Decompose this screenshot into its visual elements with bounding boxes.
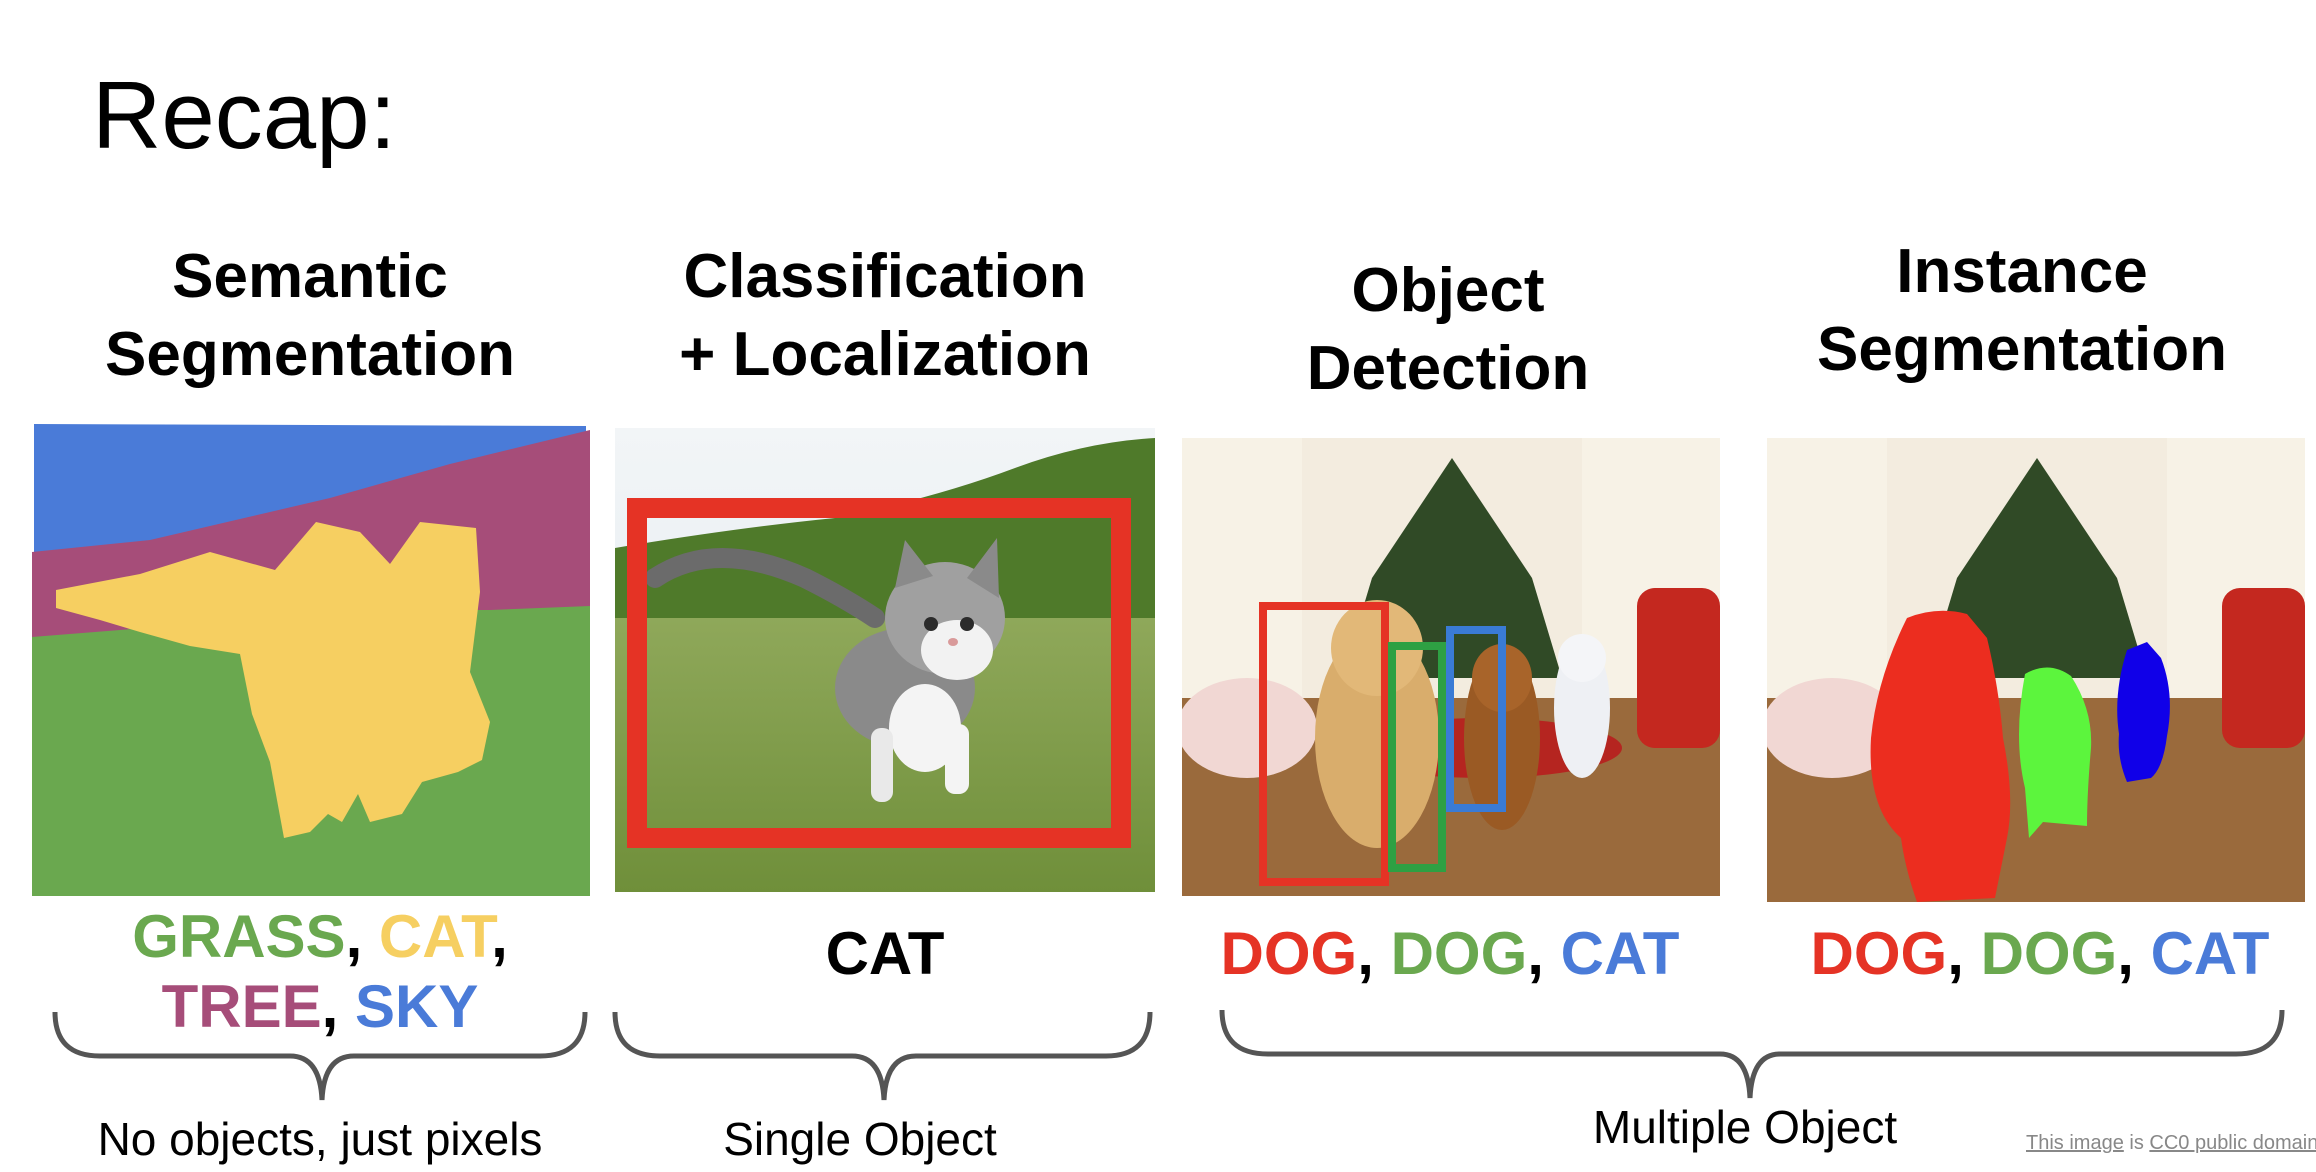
cc0-link[interactable]: CC0 public domain <box>2149 1132 2316 1154</box>
image-credit: This image is CC0 public domain <box>2026 1132 2316 1155</box>
caption-no-objects: No objects, just pixels <box>60 1112 580 1166</box>
brace-classification <box>615 1012 1150 1100</box>
caption-multiple-object: Multiple Object <box>1495 1100 1995 1154</box>
brace-multiple <box>1222 1010 2282 1098</box>
this-image-link[interactable]: This image <box>2026 1132 2124 1154</box>
caption-single-object: Single Object <box>610 1112 1110 1166</box>
brace-semantic <box>55 1012 585 1100</box>
